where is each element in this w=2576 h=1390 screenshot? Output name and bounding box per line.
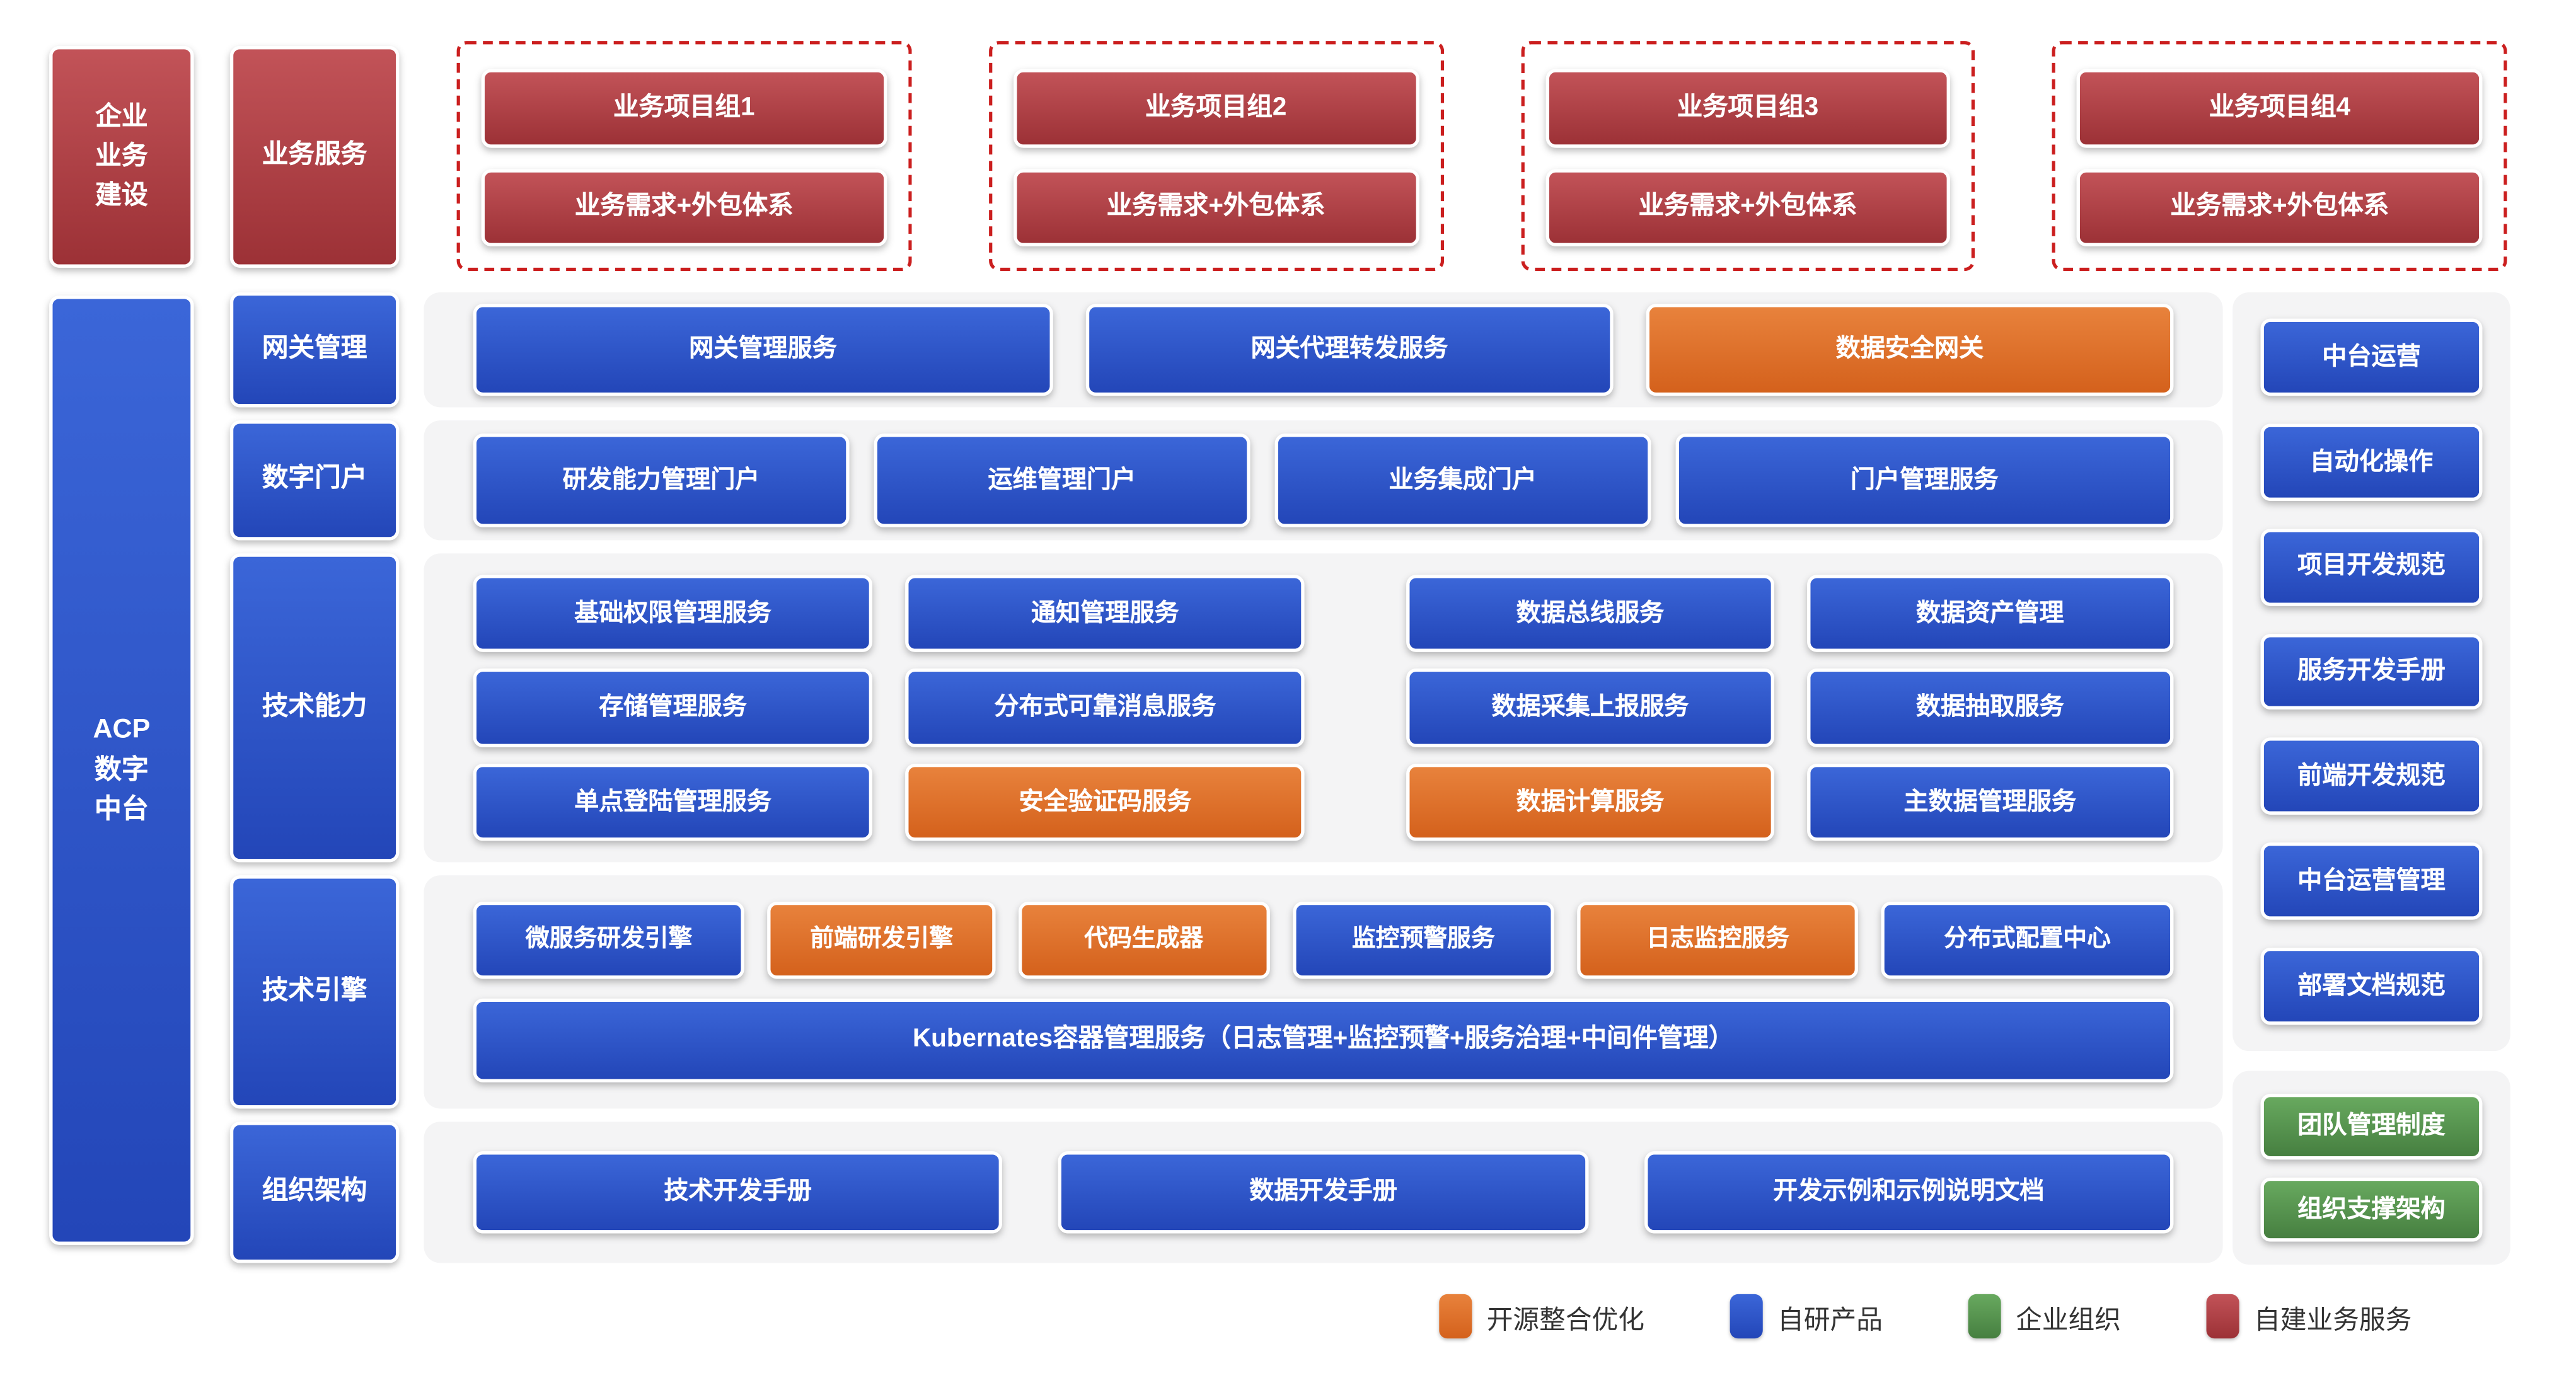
block-portal-mgmt: 门户管理服务: [1675, 434, 2174, 527]
engine-row: 微服务研发引擎 前端研发引擎 代码生成器 监控预警服务 日志监控服务 分布式配置…: [473, 901, 2174, 979]
business-service-block: 业务服务: [229, 45, 400, 268]
section-label-gateway: 网关管理: [229, 292, 400, 408]
block-config-center: 分布式配置中心: [1881, 901, 2174, 979]
section-label-org: 组织架构: [229, 1122, 400, 1263]
right-item-platform-ops: 中台运营: [2260, 318, 2483, 396]
legend: 开源整合优化 自研产品 企业组织 自建业务服务: [1439, 1294, 2412, 1339]
ops-standards-panel: 中台运营 自动化操作 项目开发规范 服务开发手册 前端开发规范 中台运营管理 部…: [2232, 292, 2510, 1052]
legend-swatch-red: [2206, 1294, 2239, 1339]
section-label-engine: 技术引擎: [229, 875, 400, 1109]
capability-row-3: 单点登陆管理服务 安全验证码服务 数据计算服务 主数据管理服务: [473, 763, 2174, 841]
legend-label: 自建业务服务: [2254, 1306, 2412, 1335]
block-dev-samples: 开发示例和示例说明文档: [1644, 1151, 2174, 1234]
block-captcha: 安全验证码服务: [905, 763, 1305, 841]
block-data-security-gateway: 数据安全网关: [1646, 304, 2174, 396]
block-frontend-engine: 前端研发引擎: [767, 901, 996, 979]
engine-panel: 微服务研发引擎 前端研发引擎 代码生成器 监控预警服务 日志监控服务 分布式配置…: [424, 875, 2223, 1109]
legend-item-selfdev: 自研产品: [1730, 1294, 1883, 1339]
block-master-data: 主数据管理服务: [1806, 763, 2174, 841]
right-item-frontend-standard: 前端开发规范: [2260, 738, 2483, 815]
block-tech-manual: 技术开发手册: [473, 1151, 1003, 1234]
legend-label: 自研产品: [1777, 1306, 1883, 1335]
block-data-extract: 数据抽取服务: [1806, 669, 2174, 747]
block-data-manual: 数据开发手册: [1058, 1151, 1588, 1234]
project-group-title: 业务项目组2: [1013, 69, 1419, 147]
project-groups: 业务项目组1 业务需求+外包体系 业务项目组2 业务需求+外包体系 业务项目组3…: [456, 41, 2507, 272]
legend-item-enterprise-org: 企业组织: [1968, 1294, 2121, 1339]
section-label-portal: 数字门户: [229, 420, 400, 541]
gateway-panel: 网关管理服务 网关代理转发服务 数据安全网关: [424, 292, 2223, 408]
legend-label: 企业组织: [2016, 1306, 2121, 1335]
legend-swatch-blue: [1730, 1294, 1763, 1339]
block-reliable-mq: 分布式可靠消息服务: [905, 669, 1305, 747]
right-item-automation: 自动化操作: [2260, 423, 2483, 501]
block-codegen: 代码生成器: [1018, 901, 1269, 979]
block-data-collect: 数据采集上报服务: [1406, 669, 1774, 747]
block-data-compute: 数据计算服务: [1406, 763, 1774, 841]
legend-label: 开源整合优化: [1486, 1306, 1644, 1335]
project-group-subtitle: 业务需求+外包体系: [1013, 168, 1419, 246]
right-item-deploy-doc: 部署文档规范: [2260, 948, 2483, 1025]
capability-panel: 基础权限管理服务 通知管理服务 数据总线服务 数据资产管理 存储管理服务 分布式…: [424, 553, 2223, 863]
block-databus: 数据总线服务: [1406, 575, 1774, 653]
block-rd-portal: 研发能力管理门户: [473, 434, 850, 527]
project-group-subtitle: 业务需求+外包体系: [481, 168, 887, 246]
body-row: ACP 数字 中台 网关管理 数字门户 技术能力 技术引擎 组织架构 网关管理服…: [49, 292, 2510, 1265]
block-gateway-mgmt: 网关管理服务: [473, 304, 1053, 396]
block-ops-portal: 运维管理门户: [874, 434, 1250, 527]
right-item-team-mgmt: 团队管理制度: [2260, 1093, 2483, 1159]
block-microservice-engine: 微服务研发引擎: [473, 901, 745, 979]
right-item-project-standard: 项目开发规范: [2260, 528, 2483, 606]
block-data-asset: 数据资产管理: [1806, 575, 2174, 653]
legend-item-selfbuilt-biz: 自建业务服务: [2206, 1294, 2412, 1339]
right-item-service-manual: 服务开发手册: [2260, 633, 2483, 711]
project-group-title: 业务项目组3: [1545, 69, 1951, 147]
project-group-1: 业务项目组1 业务需求+外包体系: [456, 41, 911, 272]
project-group-2: 业务项目组2 业务需求+外包体系: [988, 41, 1443, 272]
org-panel: 技术开发手册 数据开发手册 开发示例和示例说明文档: [424, 1122, 2223, 1263]
acp-platform-block: ACP 数字 中台: [49, 296, 194, 1245]
project-group-title: 业务项目组4: [2077, 69, 2483, 147]
project-group-subtitle: 业务需求+外包体系: [2077, 168, 2483, 246]
portal-panel: 研发能力管理门户 运维管理门户 业务集成门户 门户管理服务: [424, 420, 2223, 541]
project-group-title: 业务项目组1: [481, 69, 887, 147]
legend-item-opensource: 开源整合优化: [1439, 1294, 1644, 1339]
block-notify: 通知管理服务: [905, 575, 1305, 653]
capability-row-1: 基础权限管理服务 通知管理服务 数据总线服务 数据资产管理: [473, 575, 2174, 653]
legend-swatch-green: [1968, 1294, 2001, 1339]
org-support-panel: 团队管理制度 组织支撑架构: [2232, 1071, 2510, 1265]
section-label-capability: 技术能力: [229, 553, 400, 863]
right-item-org-support: 组织支撑架构: [2260, 1176, 2483, 1242]
block-storage: 存储管理服务: [473, 669, 873, 747]
block-gateway-proxy: 网关代理转发服务: [1085, 304, 1614, 396]
enterprise-build-block: 企业 业务 建设: [49, 45, 194, 268]
block-sso: 单点登陆管理服务: [473, 763, 873, 841]
project-group-4: 业务项目组4 业务需求+外包体系: [2052, 41, 2507, 272]
top-row: 企业 业务 建设 业务服务 业务项目组1 业务需求+外包体系 业务项目组2 业务…: [49, 41, 2507, 272]
block-monitor-alert: 监控预警服务: [1292, 901, 1555, 979]
right-column: 中台运营 自动化操作 项目开发规范 服务开发手册 前端开发规范 中台运营管理 部…: [2232, 292, 2510, 1265]
block-kubernetes: Kubernates容器管理服务（日志管理+监控预警+服务治理+中间件管理）: [473, 998, 2174, 1083]
right-item-ops-mgmt: 中台运营管理: [2260, 842, 2483, 921]
block-biz-portal: 业务集成门户: [1274, 434, 1651, 527]
section-labels: 网关管理 数字门户 技术能力 技术引擎 组织架构: [229, 292, 400, 1263]
block-log-monitor: 日志监控服务: [1577, 901, 1859, 979]
main-content: 网关管理服务 网关代理转发服务 数据安全网关 研发能力管理门户 运维管理门户 业…: [424, 292, 2223, 1263]
project-group-3: 业务项目组3 业务需求+外包体系: [1520, 41, 1975, 272]
legend-swatch-orange: [1439, 1294, 1472, 1339]
block-perm-mgmt: 基础权限管理服务: [473, 575, 873, 653]
capability-row-2: 存储管理服务 分布式可靠消息服务 数据采集上报服务 数据抽取服务: [473, 669, 2174, 747]
project-group-subtitle: 业务需求+外包体系: [1545, 168, 1951, 246]
